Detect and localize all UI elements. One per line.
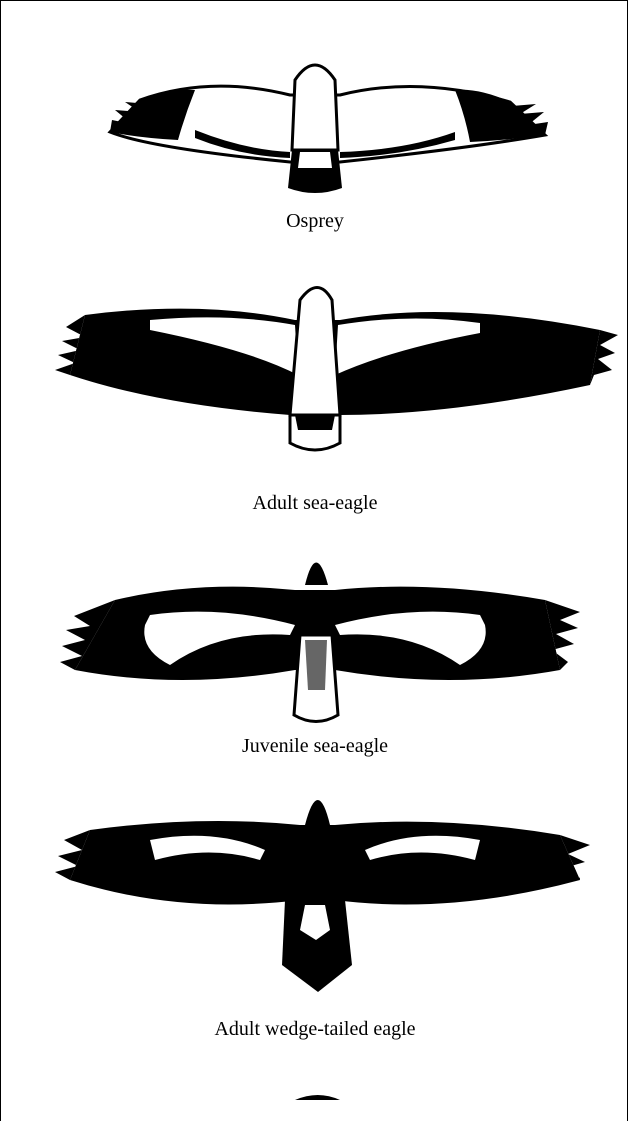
- adult-wedge-tailed-eagle-silhouette: [0, 780, 630, 995]
- juvenile-sea-eagle-silhouette: [0, 540, 630, 730]
- caption-adult-sea-eagle: Adult sea-eagle: [0, 492, 630, 515]
- caption-adult-wedge-tailed: Adult wedge-tailed eagle: [0, 1018, 630, 1041]
- partial-silhouette: [0, 1090, 630, 1121]
- caption-juvenile-sea-eagle: Juvenile sea-eagle: [0, 735, 630, 758]
- caption-osprey: Osprey: [0, 210, 630, 233]
- osprey-silhouette: [0, 40, 630, 200]
- adult-sea-eagle-silhouette: [0, 275, 630, 475]
